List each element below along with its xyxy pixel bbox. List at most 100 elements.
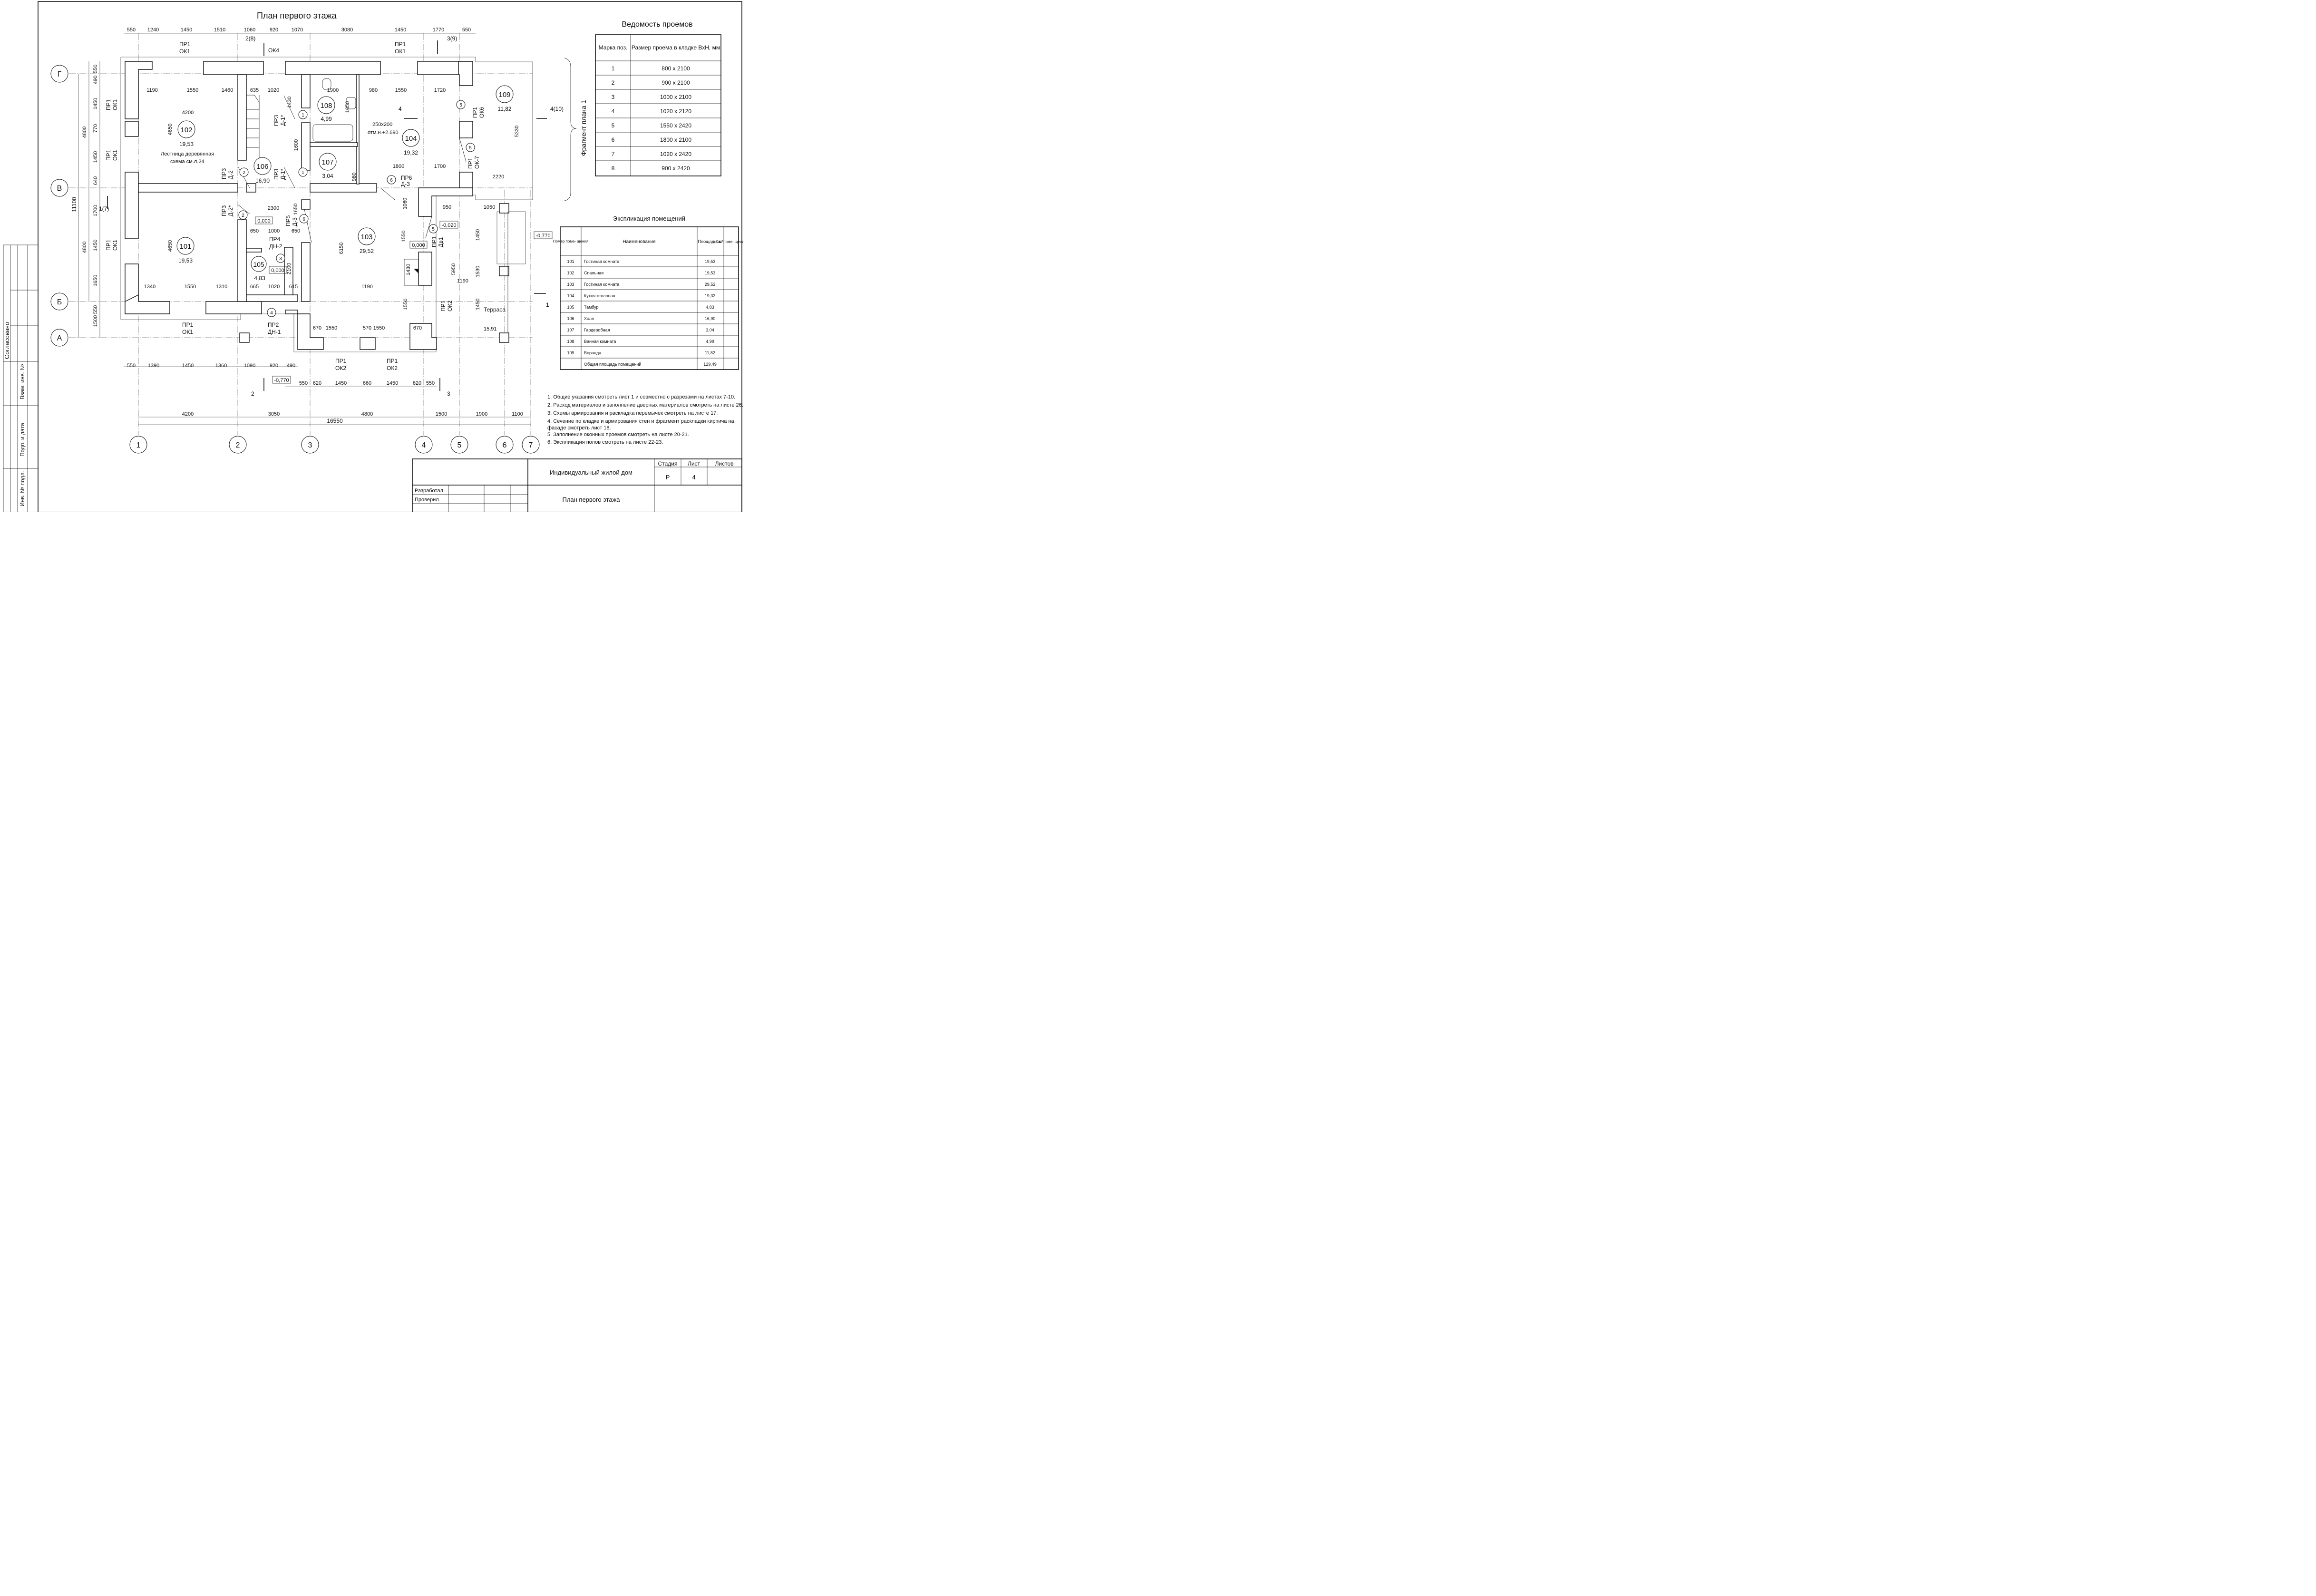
level-marks: 0,000 0,000 0,000 -0,020 -0,770 -0,770 1… <box>255 216 553 384</box>
side-stamp: Согласовано Взам. инв. № Подп. и дата Ин… <box>3 244 39 512</box>
inner-dim: 1460 <box>222 88 233 93</box>
opening-pr3-a: ПР3 <box>273 115 280 126</box>
opening-pr1-dv: ПР1 <box>431 236 438 247</box>
openings-row-mark: 4 <box>612 108 615 115</box>
sheet-name: План первого этажа <box>562 496 620 503</box>
left-dimension-labels: 5504901450770145064017001450165055015004… <box>82 65 98 327</box>
section-4-10: 4(10) <box>550 106 564 112</box>
vent-level: отм.н.+2.690 <box>368 130 399 136</box>
fixtures <box>237 78 509 343</box>
door-mark-5a: 5 <box>432 227 435 232</box>
opening-d1-a: Д-1* <box>280 115 286 126</box>
rooms-row-name: Гостиная комната <box>584 259 619 264</box>
axis-5-label: 5 <box>457 441 462 449</box>
stair-note-2: схема см.л.24 <box>170 159 204 165</box>
opening-pr1-top-right: ПР1 <box>395 41 406 48</box>
bottom-dim-row1: 490 <box>287 363 295 369</box>
inner-dim-vertical: 5950 <box>451 263 457 275</box>
bottom-dim-row2: 1450 <box>387 380 398 386</box>
left-dim-row2: 4800 <box>82 242 88 253</box>
room-103-area: 29,52 <box>360 248 374 254</box>
axis-3-label: 3 <box>308 441 312 449</box>
openings-row-size: 1800 х 2100 <box>660 136 691 143</box>
inner-dim: 1550 <box>395 88 407 93</box>
openings-row-size: 900 х 2420 <box>662 165 690 172</box>
room-106-number: 106 <box>256 163 268 171</box>
level-entrance: -0,770 <box>274 378 289 383</box>
stamp-inv-orig: Инв. № подл. <box>19 471 26 506</box>
door-mark-2a: 2 <box>243 170 245 175</box>
section-marks: 2(8) 3(9) 1(7) 4(10) 4 1 2 3 <box>99 35 564 397</box>
opening-pr1-right-3: ПР1 <box>440 300 447 311</box>
inner-dim: 1720 <box>434 88 446 93</box>
room-102-number: 102 <box>180 126 192 134</box>
inner-dim: 1550 <box>185 284 196 290</box>
opening-pr1-right-2: ПР1 <box>467 157 474 169</box>
level-living: 0,000 <box>412 243 425 248</box>
bottom-total-dim: 16550 <box>327 418 343 424</box>
room-101-number: 101 <box>179 243 191 251</box>
opening-d1-b: Д-1* <box>280 168 286 180</box>
note-5: 5. Заполнение оконных проемов смотреть н… <box>547 432 689 438</box>
rooms-row-area: 19,32 <box>705 293 716 298</box>
rooms-row-area: 19,53 <box>705 259 716 264</box>
room-105-area: 4,83 <box>254 275 265 282</box>
openings-row-mark: 8 <box>612 165 615 172</box>
inner-dim-vertical: 5330 <box>514 126 520 137</box>
fragment-brace <box>564 58 577 201</box>
bottom-dim-row1: 1090 <box>244 363 255 369</box>
bottom-dim-row1: 920 <box>270 363 278 369</box>
axis-b-label: Б <box>57 298 62 306</box>
bottom-dim-row2: 620 <box>413 380 421 386</box>
stamp-sign-date: Подп. и дата <box>19 423 26 457</box>
top-dim: 1240 <box>147 27 159 33</box>
room-108-area: 4,99 <box>321 116 332 122</box>
rooms-table-title: Экспликация помещений <box>613 215 685 222</box>
opening-dn2: ДН-2 <box>269 243 282 250</box>
openings-row-size: 1550 х 2420 <box>660 122 691 129</box>
rooms-row-name: Гостиная комната <box>584 282 619 287</box>
openings-row-size: 1020 х 2420 <box>660 151 691 157</box>
vent-size: 250x200 <box>372 122 392 127</box>
bottom-dim-row1: 1360 <box>215 363 227 369</box>
section-2: 2 <box>251 390 254 397</box>
inner-dim-vertical: 6150 <box>339 243 344 254</box>
inner-dim: 950 <box>443 204 451 210</box>
opening-pr1-left-2: ПР1 <box>105 149 112 161</box>
left-dim-row1: 770 <box>93 124 98 133</box>
door-mark-1b: 1 <box>302 170 304 175</box>
inner-dim-vertical: 4650 <box>167 240 173 252</box>
opening-d3: Д-3 <box>292 217 298 226</box>
opening-d2: Д-2 <box>227 170 234 179</box>
rooms-row-num: 103 <box>567 282 574 287</box>
sheets-label: Листов <box>715 460 734 467</box>
section-1: 1 <box>546 302 549 308</box>
top-dim: 1770 <box>433 27 444 33</box>
rooms-row-num: 107 <box>567 328 574 332</box>
openings-row-size: 1000 х 2100 <box>660 94 691 100</box>
opening-pr3-b: ПР3 <box>273 168 280 180</box>
openings-col-mark: Марка поз. <box>599 44 628 51</box>
level-terrace: -0,770 <box>535 233 550 239</box>
general-notes: 1. Общие указания смотреть лист 1 и совм… <box>547 394 743 445</box>
opening-ok6: ОК6 <box>478 107 485 118</box>
bottom-dim-row2: 1450 <box>335 380 347 386</box>
stamp-inv-replace: Взам. инв. № <box>19 364 26 399</box>
bottom-dim-row3: 1900 <box>476 411 487 417</box>
inner-dim-vertical: 1550 <box>403 299 409 310</box>
level-veranda: -0,020 <box>441 223 456 228</box>
openings-row-size: 1020 х 2120 <box>660 108 691 115</box>
inner-dim: 650 <box>250 228 259 234</box>
inner-dim: 1190 <box>457 278 468 284</box>
door-mark-6b: 6 <box>390 178 393 183</box>
level-hall: 0,000 <box>257 218 271 224</box>
top-dim: 1070 <box>292 27 303 33</box>
developed-label: Разработал <box>415 488 443 494</box>
inner-dim: 2300 <box>268 205 279 211</box>
inner-dim: 1900 <box>327 88 339 93</box>
plan-title: План первого этажа <box>257 11 337 20</box>
opening-dv1: Дв1 <box>438 237 444 247</box>
room-107-area: 3,04 <box>322 173 333 179</box>
openings-row-mark: 7 <box>612 151 615 157</box>
